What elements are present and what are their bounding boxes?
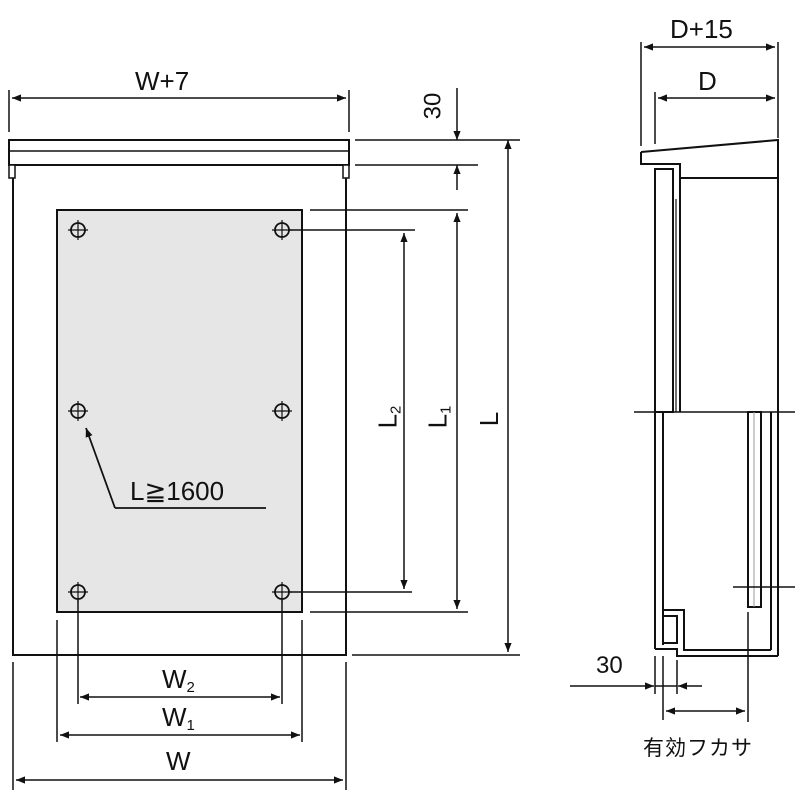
label-l-min-note: L≧1600 xyxy=(130,476,225,506)
label-w2: W2 xyxy=(162,664,195,695)
side-view xyxy=(634,138,795,657)
label-w1-main: W xyxy=(162,702,187,732)
hole-icon xyxy=(272,582,292,602)
hole-icon xyxy=(68,220,88,240)
mounting-holes xyxy=(68,220,292,602)
label-l2-main: L xyxy=(372,413,403,429)
label-roof-30: 30 xyxy=(419,92,447,120)
label-d: D xyxy=(698,66,717,96)
label-l2: L2 xyxy=(372,406,404,429)
label-w-plus-7: W+7 xyxy=(135,66,190,96)
label-w1: W1 xyxy=(162,702,195,733)
hole-icon xyxy=(272,220,292,240)
label-w: W xyxy=(166,746,191,776)
hole-icon xyxy=(68,401,88,421)
front-view xyxy=(8,139,350,656)
label-w2-sub: 2 xyxy=(186,679,195,696)
label-w2-main: W xyxy=(162,664,187,694)
label-l1-main: L xyxy=(422,413,453,429)
hole-icon xyxy=(68,582,88,602)
hole-icon xyxy=(272,401,292,421)
front-dimensions xyxy=(8,88,520,790)
label-w1-sub: 1 xyxy=(186,717,195,734)
label-l1-sub: 1 xyxy=(437,405,455,414)
note-leader xyxy=(85,427,266,509)
label-l: L xyxy=(474,411,505,427)
label-l2-sub: 2 xyxy=(387,405,405,414)
label-d-plus-15: D+15 xyxy=(670,14,733,44)
side-dimensions xyxy=(570,42,779,722)
label-effective-depth: 有効フカサ xyxy=(643,736,753,760)
label-bottom-30: 30 xyxy=(596,652,623,679)
label-l1: L1 xyxy=(422,406,454,429)
